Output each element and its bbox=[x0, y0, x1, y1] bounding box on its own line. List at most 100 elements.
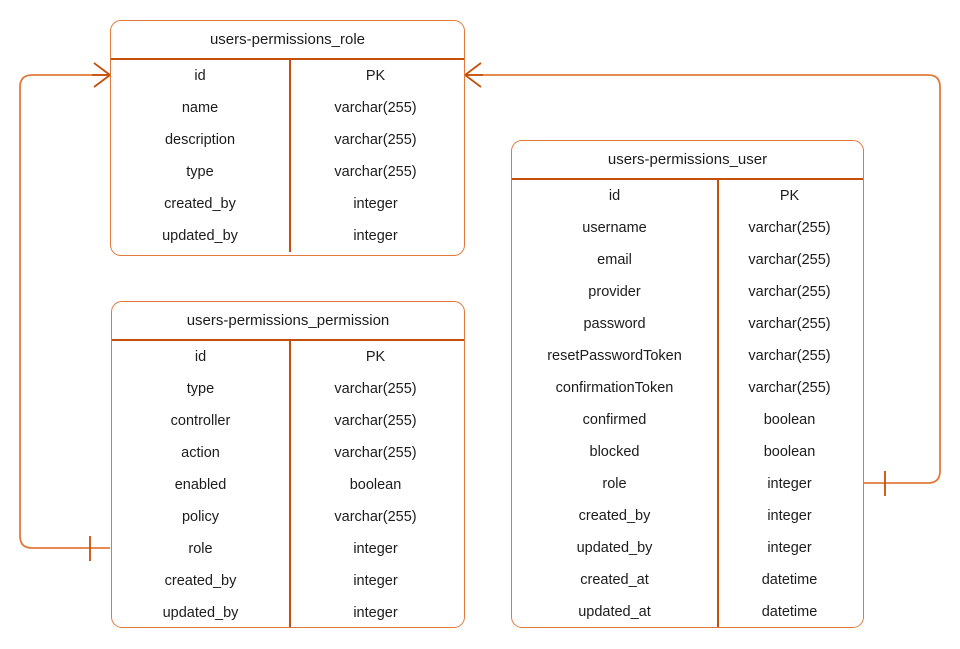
column-name: password bbox=[583, 316, 646, 332]
column-name: enabled bbox=[174, 477, 227, 493]
table-row[interactable]: id PK bbox=[111, 60, 464, 92]
column-divider-role bbox=[289, 60, 291, 252]
column-name: id bbox=[194, 349, 207, 365]
column-name: username bbox=[582, 220, 647, 236]
column-type: varchar(255) bbox=[748, 220, 831, 236]
table-row[interactable]: type varchar(255) bbox=[111, 156, 464, 188]
entity-body-user: id PK username varchar(255) email varcha… bbox=[512, 180, 863, 627]
table-row[interactable]: id PK bbox=[112, 341, 464, 373]
table-row[interactable]: created_at datetime bbox=[512, 564, 863, 596]
column-name: provider bbox=[588, 284, 641, 300]
table-row[interactable]: updated_by integer bbox=[111, 220, 464, 252]
entity-users-permissions_permission[interactable]: users-permissions_permission id PK type … bbox=[111, 301, 465, 628]
column-name: name bbox=[181, 100, 219, 116]
column-name: controller bbox=[170, 413, 231, 429]
column-name: policy bbox=[181, 509, 220, 525]
column-name: id bbox=[194, 68, 206, 84]
column-name: created_by bbox=[164, 196, 236, 212]
table-row[interactable]: email varchar(255) bbox=[512, 244, 863, 276]
table-row[interactable]: username varchar(255) bbox=[512, 212, 863, 244]
column-name: created_by bbox=[578, 508, 651, 524]
entity-body-permission: id PK type varchar(255) controller varch… bbox=[112, 341, 464, 627]
column-type: PK bbox=[365, 349, 386, 365]
column-type: integer bbox=[353, 605, 398, 621]
column-type: varchar(255) bbox=[334, 445, 417, 461]
table-row[interactable]: created_by integer bbox=[112, 565, 464, 597]
crows-foot-many-permission-role bbox=[92, 62, 111, 88]
column-type: integer bbox=[767, 540, 812, 556]
column-name: description bbox=[164, 132, 236, 148]
crows-foot-many-user-role bbox=[464, 62, 483, 88]
table-row[interactable]: name varchar(255) bbox=[111, 92, 464, 124]
table-row[interactable]: blocked boolean bbox=[512, 436, 863, 468]
column-name: type bbox=[186, 381, 215, 397]
column-type: varchar(255) bbox=[334, 100, 417, 116]
column-type: varchar(255) bbox=[748, 252, 831, 268]
relationship-permission-role-path bbox=[19, 74, 110, 549]
table-row[interactable]: updated_by integer bbox=[512, 532, 863, 564]
entity-body-role: id PK name varchar(255) description varc… bbox=[111, 60, 464, 252]
table-row[interactable]: policy varchar(255) bbox=[112, 501, 464, 533]
column-type: varchar(255) bbox=[334, 509, 417, 525]
column-type: PK bbox=[779, 188, 800, 204]
column-type: boolean bbox=[349, 477, 402, 493]
column-type: integer bbox=[767, 508, 812, 524]
column-name: updated_by bbox=[162, 605, 239, 621]
entity-users-permissions_user[interactable]: users-permissions_user id PK username va… bbox=[511, 140, 864, 628]
table-row[interactable]: updated_by integer bbox=[112, 597, 464, 627]
column-type: integer bbox=[353, 196, 398, 212]
table-row[interactable]: confirmationToken varchar(255) bbox=[512, 372, 863, 404]
column-name: role bbox=[602, 476, 627, 492]
entity-users-permissions_role[interactable]: users-permissions_role id PK name varcha… bbox=[110, 20, 465, 256]
column-type: integer bbox=[767, 476, 812, 492]
table-row[interactable]: id PK bbox=[512, 180, 863, 212]
column-type: PK bbox=[365, 68, 386, 84]
table-row[interactable]: provider varchar(255) bbox=[512, 276, 863, 308]
column-divider-user bbox=[717, 180, 719, 627]
table-row[interactable]: created_by integer bbox=[111, 188, 464, 220]
column-type: boolean bbox=[763, 444, 816, 460]
column-name: id bbox=[608, 188, 621, 204]
column-name: confirmationToken bbox=[555, 380, 674, 396]
relationship-permission-role[interactable] bbox=[19, 62, 111, 561]
table-row[interactable]: confirmed boolean bbox=[512, 404, 863, 436]
column-type: datetime bbox=[761, 572, 818, 588]
table-row[interactable]: role integer bbox=[112, 533, 464, 565]
column-type: varchar(255) bbox=[748, 284, 831, 300]
column-type: integer bbox=[353, 573, 398, 589]
table-row[interactable]: type varchar(255) bbox=[112, 373, 464, 405]
column-name: confirmed bbox=[582, 412, 647, 428]
column-type: datetime bbox=[761, 604, 818, 620]
table-row[interactable]: updated_at datetime bbox=[512, 596, 863, 627]
table-row[interactable]: created_by integer bbox=[512, 500, 863, 532]
column-type: integer bbox=[353, 541, 398, 557]
table-row[interactable]: password varchar(255) bbox=[512, 308, 863, 340]
column-name: resetPasswordToken bbox=[547, 348, 682, 364]
column-name: updated_by bbox=[576, 540, 653, 556]
table-row[interactable]: resetPasswordToken varchar(255) bbox=[512, 340, 863, 372]
table-row[interactable]: action varchar(255) bbox=[112, 437, 464, 469]
column-type: varchar(255) bbox=[334, 413, 417, 429]
table-row[interactable]: role integer bbox=[512, 468, 863, 500]
table-row[interactable]: controller varchar(255) bbox=[112, 405, 464, 437]
column-name: created_at bbox=[580, 572, 649, 588]
column-name: created_by bbox=[164, 573, 237, 589]
table-row[interactable]: description varchar(255) bbox=[111, 124, 464, 156]
column-name: action bbox=[181, 445, 220, 461]
column-type: varchar(255) bbox=[748, 316, 831, 332]
table-row[interactable]: enabled boolean bbox=[112, 469, 464, 501]
column-type: boolean bbox=[763, 412, 816, 428]
column-name: updated_by bbox=[162, 228, 238, 244]
entity-title-user: users-permissions_user bbox=[512, 141, 863, 180]
column-name: blocked bbox=[589, 444, 640, 460]
column-name: type bbox=[186, 164, 214, 180]
column-type: varchar(255) bbox=[334, 381, 417, 397]
column-name: updated_at bbox=[578, 604, 651, 620]
column-type: integer bbox=[353, 228, 398, 244]
column-name: role bbox=[188, 541, 213, 557]
column-type: varchar(255) bbox=[748, 380, 831, 396]
column-type: varchar(255) bbox=[748, 348, 831, 364]
entity-title-role: users-permissions_role bbox=[111, 21, 464, 60]
column-type: varchar(255) bbox=[334, 164, 417, 180]
